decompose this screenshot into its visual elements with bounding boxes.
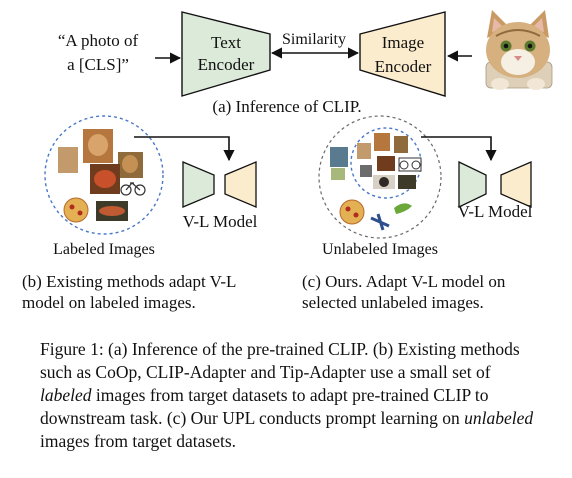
labeled-to-model-arrow [134,136,235,162]
panel-c-caption-line1: (c) Ours. Adapt V-L model on [302,272,506,291]
image-encoder-label-line2: Encoder [375,57,432,76]
unlabeled-images-label: Unlabeled Images [322,241,438,258]
diagram-canvas: “A photo of a [CLS]” Text Encoder Simila… [22,10,553,312]
text-encoder-label-line1: Text [211,33,241,52]
panel-b-caption-line1: (b) Existing methods adapt V-L [22,272,236,291]
text-encoder-label-line2: Encoder [198,55,255,74]
figure-caption-part2: images from target datasets to adapt pre… [40,385,489,428]
prompt-text-line2: a [CLS]” [67,55,129,74]
cat-image [485,10,553,90]
prompt-text-line1: “A photo of [58,31,139,50]
unlabeled-images-outer-circle [318,115,442,239]
figure-caption-part1: Figure 1: (a) Inference of the pre-train… [40,339,520,382]
labeled-images-label: Labeled Images [53,241,155,258]
labeled-images-circle [44,115,164,235]
figure-caption-emphasis-labeled: labeled [40,385,92,405]
unlabeled-image-thumbnails [330,133,422,231]
panel-a-caption: (a) Inference of CLIP. [212,97,361,116]
labeled-image-thumbnails [58,129,146,223]
selected-to-model-arrow [421,136,497,162]
text-encoder-shape [181,11,271,97]
vl-model-b-label: V-L Model [183,212,258,231]
figure-caption-part3: images from target datasets. [40,431,237,451]
image-encoder-label-line1: Image [382,33,424,52]
figure-caption-emphasis-unlabeled: unlabeled [464,408,534,428]
panel-c-caption-line2: selected unlabeled images. [302,293,484,312]
vl-model-c-label: V-L Model [458,202,533,221]
panel-b-caption-line2: model on labeled images. [22,293,196,312]
image-encoder-shape [359,11,446,97]
figure-caption: Figure 1: (a) Inference of the pre-train… [40,338,545,453]
vl-model-b-text-encoder [182,161,215,208]
vl-model-c-image-encoder [500,161,532,208]
vl-model-b-image-encoder [224,161,257,208]
vl-model-c-text-encoder [458,160,487,209]
similarity-label: Similarity [282,31,346,48]
